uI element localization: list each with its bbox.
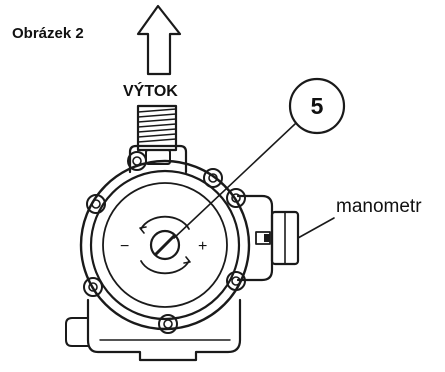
figure-title: Obrázek 2	[12, 25, 84, 42]
regulator-neck	[128, 144, 188, 174]
regulator-body-base	[86, 298, 242, 362]
bolt-left-lower	[83, 277, 103, 297]
bolt-top-left	[127, 151, 147, 171]
bolt-right-upper	[226, 188, 246, 208]
cover-bolts	[83, 151, 246, 334]
cover-outer-ring	[79, 159, 251, 331]
bolt-bottom-center	[158, 314, 178, 334]
bolt-top-right	[203, 168, 223, 188]
cover-inner-ring	[89, 169, 241, 321]
outlet-label: VÝTOK	[123, 81, 178, 100]
bolt-right-lower	[226, 271, 246, 291]
slotted-screw-icon	[139, 215, 191, 275]
gauge-label: manometr	[336, 196, 422, 217]
plus-sign: +	[198, 238, 207, 255]
cover-face	[102, 182, 228, 308]
gauge-leader-line	[297, 217, 335, 239]
callout-leader-line	[173, 123, 296, 239]
base-side-port	[65, 317, 89, 347]
outlet-arrow-icon	[136, 4, 182, 76]
callout-bubble	[288, 77, 346, 135]
minus-sign: −	[120, 238, 129, 255]
callout-number: 5	[311, 93, 324, 119]
threaded-outlet-pipe	[136, 104, 178, 152]
bolt-left-upper	[86, 194, 106, 214]
